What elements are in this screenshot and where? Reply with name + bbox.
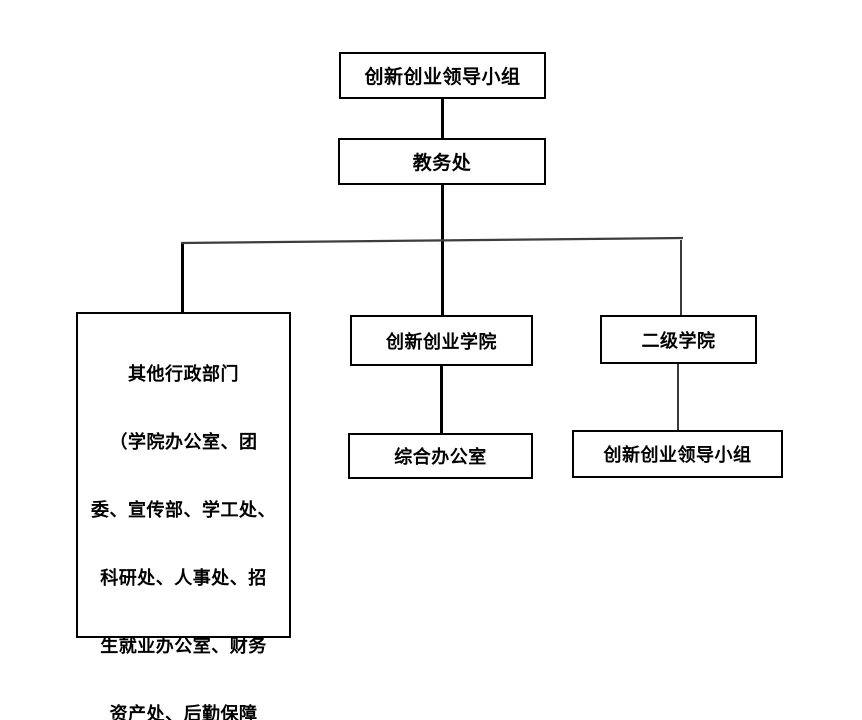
node-general-office[interactable]: 综合办公室 <box>348 433 533 479</box>
node-label: 二级学院 <box>641 330 716 352</box>
connector-branch-other-departments <box>181 242 184 314</box>
node-label: 创新创业学院 <box>386 331 497 353</box>
node-secondary-college[interactable]: 二级学院 <box>600 315 757 364</box>
node-label: 创新创业领导小组 <box>364 66 521 88</box>
node-line-6: 资产处、后勤保障 <box>109 704 258 720</box>
node-academic-affairs-office[interactable]: 教务处 <box>338 138 546 185</box>
node-label-multiline: 其他行政部门 （学院办公室、团 委、宣传部、学工处、 科研处、人事处、招 生就业… <box>78 324 289 720</box>
node-other-administrative-departments[interactable]: 其他行政部门 （学院办公室、团 委、宣传部、学工处、 科研处、人事处、招 生就业… <box>76 312 291 720</box>
node-innovation-leading-group-root[interactable]: 创新创业领导小组 <box>339 52 546 99</box>
connector-branch-secondary-college <box>680 240 682 316</box>
node-line-5: 生就业办公室、财务 <box>100 636 267 657</box>
node-label: 教务处 <box>412 152 472 174</box>
node-innovation-leading-group-college[interactable]: 创新创业领导小组 <box>572 430 783 478</box>
node-label: 综合办公室 <box>394 447 487 468</box>
node-line-3: 委、宣传部、学工处、 <box>91 500 276 521</box>
node-line-2: （学院办公室、团 <box>109 432 258 453</box>
node-label: 创新创业领导小组 <box>603 445 752 466</box>
node-innovation-entrepreneurship-college[interactable]: 创新创业学院 <box>350 315 533 366</box>
node-line-4: 科研处、人事处、招 <box>100 568 267 589</box>
connector-innovation-college-to-general-office <box>440 365 443 434</box>
connector-academic-affairs-down <box>441 184 444 317</box>
connector-secondary-college-to-innovation-group <box>677 363 679 431</box>
node-heading: 其他行政部门 <box>128 364 239 385</box>
connector-root-to-academic-affairs <box>441 98 444 139</box>
